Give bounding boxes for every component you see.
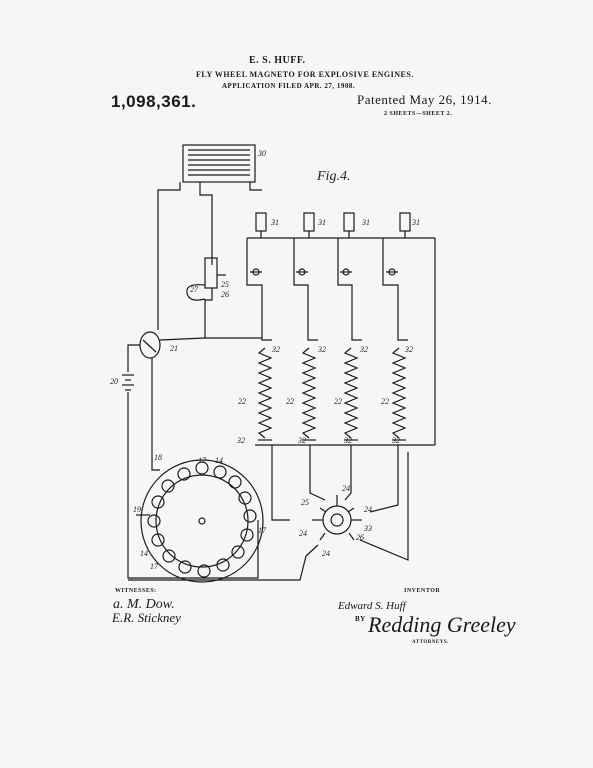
inventor-name: E. S. HUFF. (249, 55, 306, 66)
radiator (182, 144, 256, 183)
label-17-right: 17 (258, 526, 267, 535)
label-32-d: 32 (404, 345, 413, 354)
label-32-bottom-b: 32 (297, 436, 306, 445)
witness-signature-2: E.R. Stickney (112, 610, 181, 625)
figure-caption: Fig.4. (316, 169, 350, 184)
label-25: 25 (301, 498, 309, 507)
label-30: 30 (257, 149, 266, 158)
application-filed: APPLICATION FILED APR. 27, 1908. (222, 82, 356, 90)
label-21: 21 (170, 344, 178, 353)
spark-plug-1 (255, 212, 267, 238)
inventor-label: INVENTOR (404, 588, 441, 594)
label-14-top: 14 (215, 456, 223, 465)
thermostat (186, 257, 226, 301)
witnesses-label: WITNESSES: (115, 588, 157, 594)
label-32-c: 32 (359, 345, 368, 354)
label-31-b: 31 (317, 218, 326, 227)
label-32-bottom-a: 32 (236, 436, 245, 445)
label-20: 20 (110, 377, 118, 386)
label-33: 33 (363, 524, 372, 533)
label-22-c: 22 (334, 397, 342, 406)
label-32-bottom-d: 32 (391, 436, 400, 445)
switch-21 (139, 331, 161, 359)
label-32-b: 32 (317, 345, 326, 354)
patent-number: 1,098,361. (111, 92, 197, 111)
label-32-a: 32 (271, 345, 280, 354)
label-24-bottom: 24 (322, 549, 330, 558)
label-22-b: 22 (286, 397, 294, 406)
spark-plug-2 (303, 212, 315, 238)
coil-3 (343, 347, 359, 441)
distributor (305, 495, 362, 557)
label-26-top: 26 (221, 290, 229, 299)
label-22-d: 22 (381, 397, 389, 406)
label-17-top: 17 (198, 456, 207, 465)
patent-title: FLY WHEEL MAGNETO FOR EXPLOSIVE ENGINES. (196, 70, 414, 79)
spark-plug-4 (399, 212, 411, 238)
label-17-bottom: 17 (150, 562, 159, 571)
label-24-top: 24 (342, 484, 350, 493)
label-22-a: 22 (238, 397, 246, 406)
label-31-d: 31 (411, 218, 420, 227)
battery-20 (122, 374, 134, 391)
by-label: BY (355, 615, 366, 623)
label-14-left: 14 (140, 549, 148, 558)
patented-date: Patented May 26, 1914. (357, 92, 492, 107)
coil-4 (391, 347, 407, 441)
label-32-bottom-c: 32 (343, 436, 352, 445)
label-27: 27 (190, 285, 199, 294)
attorneys-label: ATTORNEYS. (412, 640, 449, 645)
coil-1 (257, 347, 273, 441)
label-26: 26 (356, 533, 364, 542)
label-31-c: 31 (361, 218, 370, 227)
witness-signature-1: a. M. Dow. (113, 597, 175, 612)
label-31-a: 31 (270, 218, 279, 227)
label-24-right: 24 (364, 505, 372, 514)
flywheel (140, 459, 264, 583)
label-24-left: 24 (299, 529, 307, 538)
sheet-count: 2 SHEETS—SHEET 2. (384, 111, 453, 117)
label-25-top: 25 (221, 280, 229, 289)
coil-2 (301, 347, 317, 441)
spark-plug-3 (343, 212, 355, 238)
label-19: 19 (133, 505, 141, 514)
inventor-signature: Edward S. Huff (338, 600, 406, 612)
attorney-signature: Redding Greeley (368, 612, 516, 637)
label-18: 18 (154, 453, 162, 462)
